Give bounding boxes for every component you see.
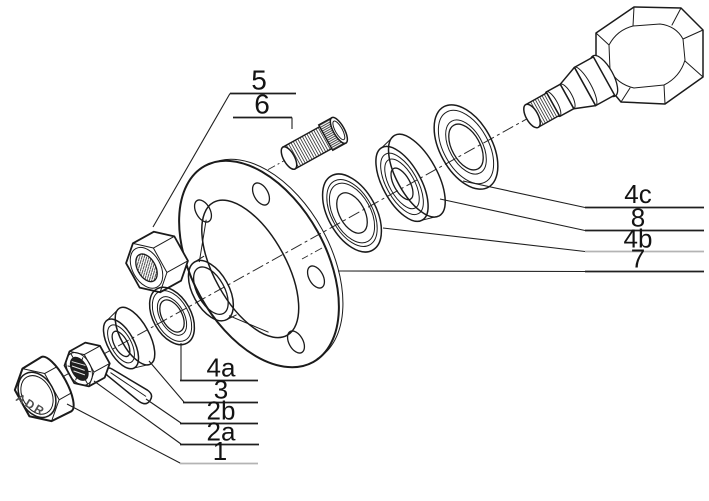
axle-tip-face: [523, 103, 541, 129]
castle-nut: [63, 341, 111, 388]
hub-stud-hole: [251, 182, 271, 206]
callout-label-3: 3: [214, 375, 228, 405]
callout-label-4a: 4a: [207, 353, 236, 383]
leader-line-5: [152, 93, 231, 228]
callout-label-2a: 2a: [207, 417, 236, 447]
hub-stud-hole: [286, 330, 306, 354]
leader-line-4b: [382, 227, 586, 253]
castle-nut-slots: [67, 353, 92, 385]
hub-cap-skirt-edges: [44, 366, 72, 401]
hub-cap-face: [17, 371, 57, 419]
hub-stud-hole: [306, 265, 326, 289]
hub-stud-hole: [193, 199, 213, 223]
leader-line-3: [148, 360, 185, 403]
leader-line-4c: [462, 180, 586, 209]
hub-cap: [13, 355, 75, 423]
stud-head-cap: [329, 116, 349, 145]
callout-label-2b: 2b: [207, 396, 236, 426]
callout-label-4c: 4c: [624, 179, 651, 209]
outer-bearing-3: [102, 306, 156, 370]
castle-nut-side-edges: [83, 345, 111, 373]
axle-block-chamfers: [595, 6, 704, 105]
callout-label-4b: 4b: [624, 224, 653, 254]
stud-hole-axis: [301, 247, 323, 260]
hub-boss-circle: [201, 199, 300, 339]
nut-flange-face: [129, 246, 164, 289]
callout-label-5: 5: [251, 65, 267, 96]
hub-flange: [178, 159, 340, 369]
cotter-pin-inner-line: [110, 372, 147, 397]
hub-cone-lines: [198, 219, 269, 333]
nut-side-edges: [152, 235, 189, 273]
hub-tube-bore: [192, 266, 229, 315]
inner-bearing-8: [375, 133, 446, 223]
callout-label-6: 6: [254, 89, 270, 120]
stud-tip-face: [280, 145, 298, 171]
hub-tube-face: [187, 259, 235, 322]
hub-cap-face-inner: [20, 375, 54, 415]
callout-label-8: 8: [631, 203, 645, 233]
leader-line-2a: [93, 380, 182, 445]
washer-4c: [433, 104, 499, 190]
callouts: 5 6 4c 8 4b 7 4a 3 2b 2a 1: [66, 65, 704, 466]
wheel-nut: [125, 230, 189, 294]
wheel-stud: [267, 116, 349, 171]
leader-line-2b: [145, 398, 182, 424]
washer-4a: [148, 286, 196, 346]
axle-spindle: [523, 6, 704, 129]
seal-ring-4b: [321, 173, 383, 253]
leader-line-7: [337, 270, 586, 273]
axle-block-face: [608, 23, 686, 89]
stud-head-cap-inner: [332, 120, 346, 141]
castle-nut-bore-highlights: [71, 361, 86, 376]
callout-label-7: 7: [631, 244, 645, 274]
cotter-pin: [104, 367, 153, 405]
leader-line-1: [66, 403, 182, 464]
cotter-pin-loop: [104, 367, 153, 405]
nut-threaded-bore: [135, 253, 158, 283]
hub-flange-rim: [209, 158, 344, 360]
leader-line-8: [439, 198, 586, 232]
callout-label-1: 1: [213, 436, 227, 466]
hub: [178, 158, 344, 369]
